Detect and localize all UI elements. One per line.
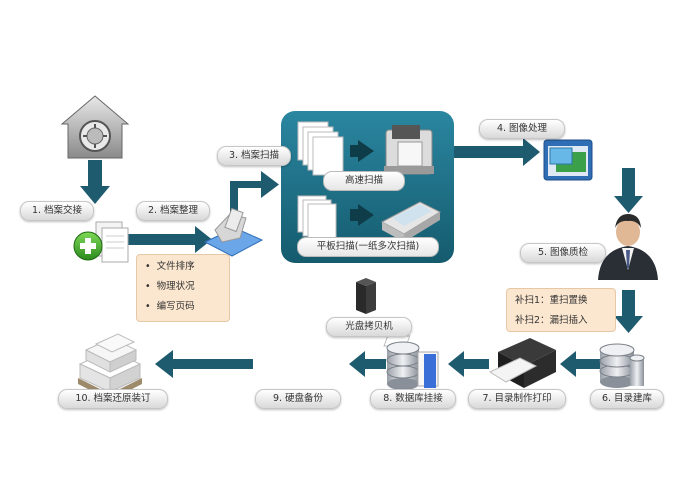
step-9-label: 9. 硬盘备份 [255,389,341,409]
scan-chevron-1 [358,140,374,162]
paper-stack-icon-2 [297,195,337,241]
arrow-shaft-8 [463,359,489,369]
arrow-shaft-3 [230,181,262,212]
organize-note-text: 文件排序 [156,261,195,272]
step-5-label: 5. 图像质检 [520,243,606,263]
step-8-label: 8. 数据库挂接 [370,389,456,409]
image-window-icon [543,139,593,181]
printer-icon [383,335,556,388]
arrow-head-9 [349,351,365,377]
arrow-shaft-5 [622,168,635,198]
arrow-head-1 [80,186,110,204]
step-1-label: 1. 档案交接 [20,201,94,221]
organize-notes: • 文件排序 • 物理状况 • 编写页码 [136,254,230,322]
scan-chevron-2-tail [350,209,360,221]
rescan-note-1: 补扫1：重扫置换 [515,295,588,306]
arrow-head-8 [448,351,464,377]
step-10-label: 10. 档案还原装订 [58,389,168,409]
arrow-shaft-1 [88,160,102,188]
arrow-head-2 [195,226,212,253]
arrow-head-6 [614,316,643,333]
arrow-shaft-4 [453,146,525,158]
folder-stack-icon [203,207,264,257]
security-house-icon [60,95,130,159]
disc-copier-label: 光盘拷贝机 [326,317,412,337]
scan-chevron-2 [358,204,374,226]
arrow-shaft-9 [364,359,386,369]
step-6-label: 6. 目录建库 [590,389,664,409]
organize-note-text: 编写页码 [156,301,195,312]
step-4-label: 4. 图像处理 [479,119,565,139]
step-7-label: 7. 目录制作打印 [468,389,566,409]
arrow-shaft-6 [622,290,635,318]
flow-arrows [80,138,643,378]
flatbed-scan-label: 平板扫描(一纸多次扫描) [297,237,439,257]
organize-note-item: • 物理状况 [145,281,195,292]
inspector-person-icon [598,214,658,280]
step-3-label: 3. 档案扫描 [217,146,291,166]
arrow-head-7 [560,351,576,377]
flatbed-scanner-icon [380,201,442,242]
step-2-label: 2. 档案整理 [136,201,210,221]
rescan-notes: 补扫1：重扫置换 补扫2：漏扫插入 [506,288,616,332]
server-tower-icon [356,278,376,314]
organize-note-item: • 编写页码 [145,301,195,312]
arrow-shaft-10 [172,359,253,369]
arrow-head-4 [523,138,540,166]
document-add-icon [73,221,129,263]
high-speed-scan-label: 高速扫描 [323,171,405,191]
scanner-icon [384,125,434,175]
scan-chevron-1-tail [350,145,360,157]
organize-note-item: • 文件排序 [145,261,195,272]
database-icon [599,343,645,388]
rescan-note-2: 补扫2：漏扫插入 [515,315,588,326]
database-icon-2 [386,341,439,390]
arrow-shaft-7 [575,359,601,369]
arrow-head-3 [261,171,279,198]
organize-note-text: 物理状况 [156,281,195,292]
arrow-head-10 [155,350,173,378]
arrow-shaft-2 [122,234,197,245]
arrow-head-5 [614,196,643,213]
